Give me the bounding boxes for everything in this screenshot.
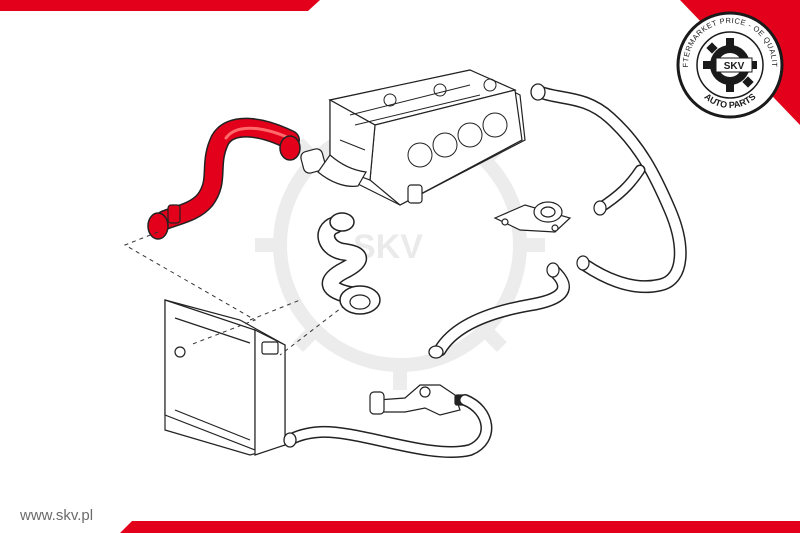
bottom-red-stripe	[120, 521, 800, 533]
heater-hose-right	[530, 83, 687, 294]
bottom-coolant-hose	[283, 394, 493, 459]
bypass-hose	[593, 164, 646, 216]
website-link[interactable]: www.skv.pl	[19, 507, 93, 524]
upper-radiator-hose-highlighted	[147, 117, 301, 240]
radiator	[164, 299, 286, 456]
engine-cylinder-head	[300, 69, 526, 206]
badge-center-text: SKV	[724, 61, 745, 72]
thermostat-bracket	[493, 201, 572, 233]
heater-hose-center	[428, 255, 590, 359]
top-left-red-stripe	[0, 0, 320, 11]
lower-coolant-hose	[317, 212, 381, 315]
leader-lines	[123, 231, 346, 356]
coolant-flange	[369, 384, 466, 416]
